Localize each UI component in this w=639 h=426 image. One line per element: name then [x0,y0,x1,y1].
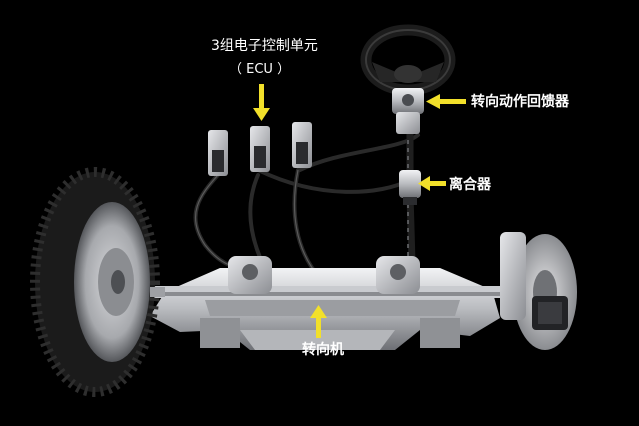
feedback-actuator [392,88,424,134]
feedback-label: 转向动作回馈器 [471,94,569,110]
arrows [253,84,466,338]
ecu-arrow [253,84,270,121]
ecu-module-1 [208,130,228,176]
ecu-sublabel: （ ECU ） [229,62,291,77]
steering-rack [150,256,510,298]
clutch-label: 离合器 [449,177,491,193]
steering-gear-arrow [310,305,327,338]
right-brake-assembly [500,232,577,350]
steering-wheel [360,24,456,96]
clutch-unit [399,170,421,205]
clutch-arrow [418,176,446,191]
left-wheel [30,167,165,397]
ecu-label: 3组电子控制单元 [211,38,318,54]
ecu-module-2 [250,126,270,172]
ecu-module-3 [292,122,312,168]
feedback-arrow [426,94,466,109]
subframe [150,268,500,350]
steering-gear-label: 转向机 [302,342,344,358]
